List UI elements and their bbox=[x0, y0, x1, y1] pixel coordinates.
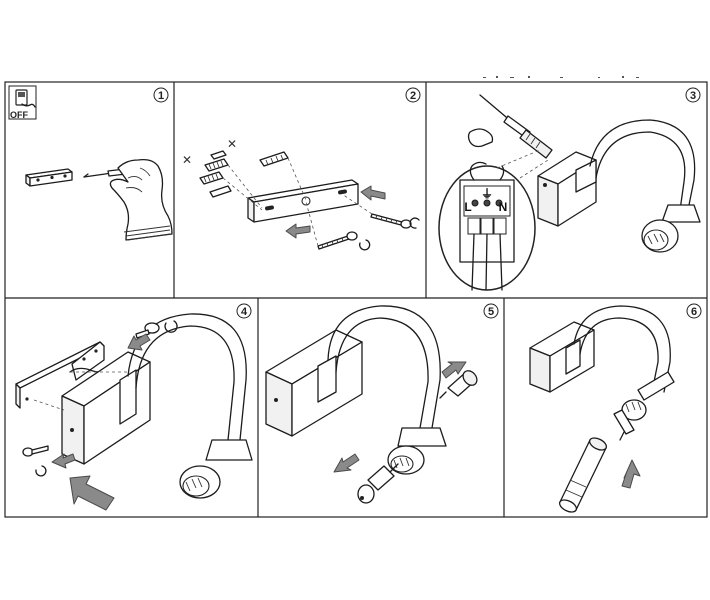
step-number-3: 3 bbox=[685, 87, 701, 103]
arrow-icon bbox=[621, 459, 641, 489]
arrow-icon bbox=[285, 223, 311, 239]
lamp-head bbox=[387, 427, 447, 475]
washer-icon bbox=[359, 217, 420, 251]
drill-mark-1: ✕ bbox=[227, 137, 237, 151]
hand bbox=[467, 128, 494, 148]
lamp-base bbox=[265, 329, 363, 437]
step-number-4-label: 4 bbox=[241, 306, 248, 318]
bulb-icon bbox=[558, 437, 608, 513]
panel-4 bbox=[15, 313, 253, 511]
power-switch-icon: OFF bbox=[8, 85, 37, 120]
lamp-base bbox=[529, 321, 595, 393]
off-label: OFF bbox=[10, 110, 28, 120]
step-number-3-label: 3 bbox=[690, 90, 696, 102]
arrow-icon bbox=[51, 453, 76, 469]
arrow-icon bbox=[69, 475, 115, 511]
lamp-arm bbox=[573, 305, 671, 393]
step-number-1: 1 bbox=[153, 87, 169, 103]
scan-noise bbox=[483, 76, 639, 78]
lamp-arm bbox=[327, 305, 441, 429]
panel-5 bbox=[265, 305, 478, 504]
screw-icon bbox=[135, 320, 178, 339]
arrow-icon bbox=[333, 453, 360, 473]
step-number-4: 4 bbox=[236, 303, 252, 319]
panel-2: ✕ ✕ bbox=[182, 137, 420, 251]
lamp-head bbox=[179, 439, 253, 499]
step-number-1-label: 1 bbox=[158, 90, 164, 102]
wall-bracket bbox=[15, 341, 105, 409]
step-number-2-label: 2 bbox=[410, 90, 416, 102]
terminal-label-n: N bbox=[499, 200, 508, 214]
screw-icon bbox=[22, 445, 49, 477]
hand bbox=[109, 158, 173, 241]
step-number-5: 5 bbox=[483, 303, 499, 319]
panel-grid bbox=[4, 81, 708, 518]
wall-plug-icon bbox=[199, 150, 289, 198]
lamp-arm bbox=[589, 119, 696, 211]
screw-icon bbox=[317, 213, 412, 250]
arrow-icon bbox=[360, 185, 386, 201]
lamp-socket bbox=[613, 371, 675, 441]
wall-bracket bbox=[25, 168, 73, 187]
step-number-6: 6 bbox=[686, 303, 702, 319]
lamp-base bbox=[537, 151, 597, 227]
terminal-label-l: L bbox=[464, 200, 471, 214]
arrow-icon bbox=[127, 333, 151, 351]
drill-mark-2: ✕ bbox=[182, 153, 192, 167]
screwdriver-icon bbox=[479, 94, 553, 159]
bulb-icon bbox=[357, 463, 399, 504]
step-number-2: 2 bbox=[405, 87, 421, 103]
terminal-label-ground: ⏚ bbox=[481, 187, 493, 201]
panel-6 bbox=[529, 305, 675, 513]
step-number-6-label: 6 bbox=[691, 306, 697, 318]
arrow-icon bbox=[441, 361, 467, 379]
bulb-icon bbox=[439, 370, 478, 399]
panel-3: L ⏚ N bbox=[438, 94, 701, 291]
terminal-block-icon: L ⏚ N bbox=[459, 161, 515, 291]
panel-1: OFF bbox=[8, 85, 173, 241]
step-number-5-label: 5 bbox=[488, 306, 494, 318]
lamp-head bbox=[641, 204, 701, 253]
mounting-plate bbox=[247, 179, 359, 223]
